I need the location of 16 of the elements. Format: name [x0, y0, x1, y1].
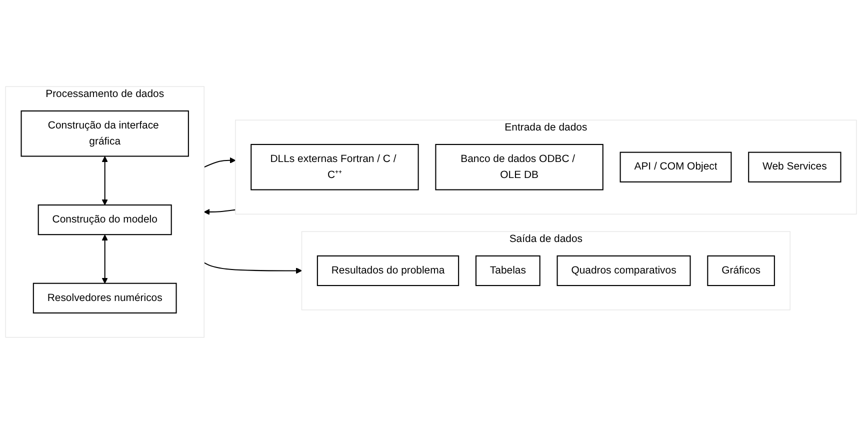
arrow — [204, 208, 236, 215]
node-box: Tabelas — [475, 254, 540, 286]
node-box: Resultados do problema — [316, 254, 460, 286]
node-box: Construção da interface gráfica — [20, 110, 189, 156]
arrow — [102, 156, 108, 205]
node-box: Quadros comparativos — [556, 254, 691, 286]
arrow — [102, 234, 108, 284]
node-box: Web Services — [748, 151, 842, 182]
node-box: Gráficos — [707, 254, 775, 286]
node-box: Resolvedores numéricos — [32, 282, 177, 314]
node-box: Construção do modelo — [38, 204, 172, 235]
node-box: API / COM Object — [620, 151, 732, 182]
node-box: Banco de dados ODBC / OLE DB — [435, 144, 604, 190]
arrow — [204, 156, 236, 168]
node-box: DLLs externas Fortran / C / C⁺⁺ — [250, 144, 419, 190]
arrow — [204, 262, 302, 274]
